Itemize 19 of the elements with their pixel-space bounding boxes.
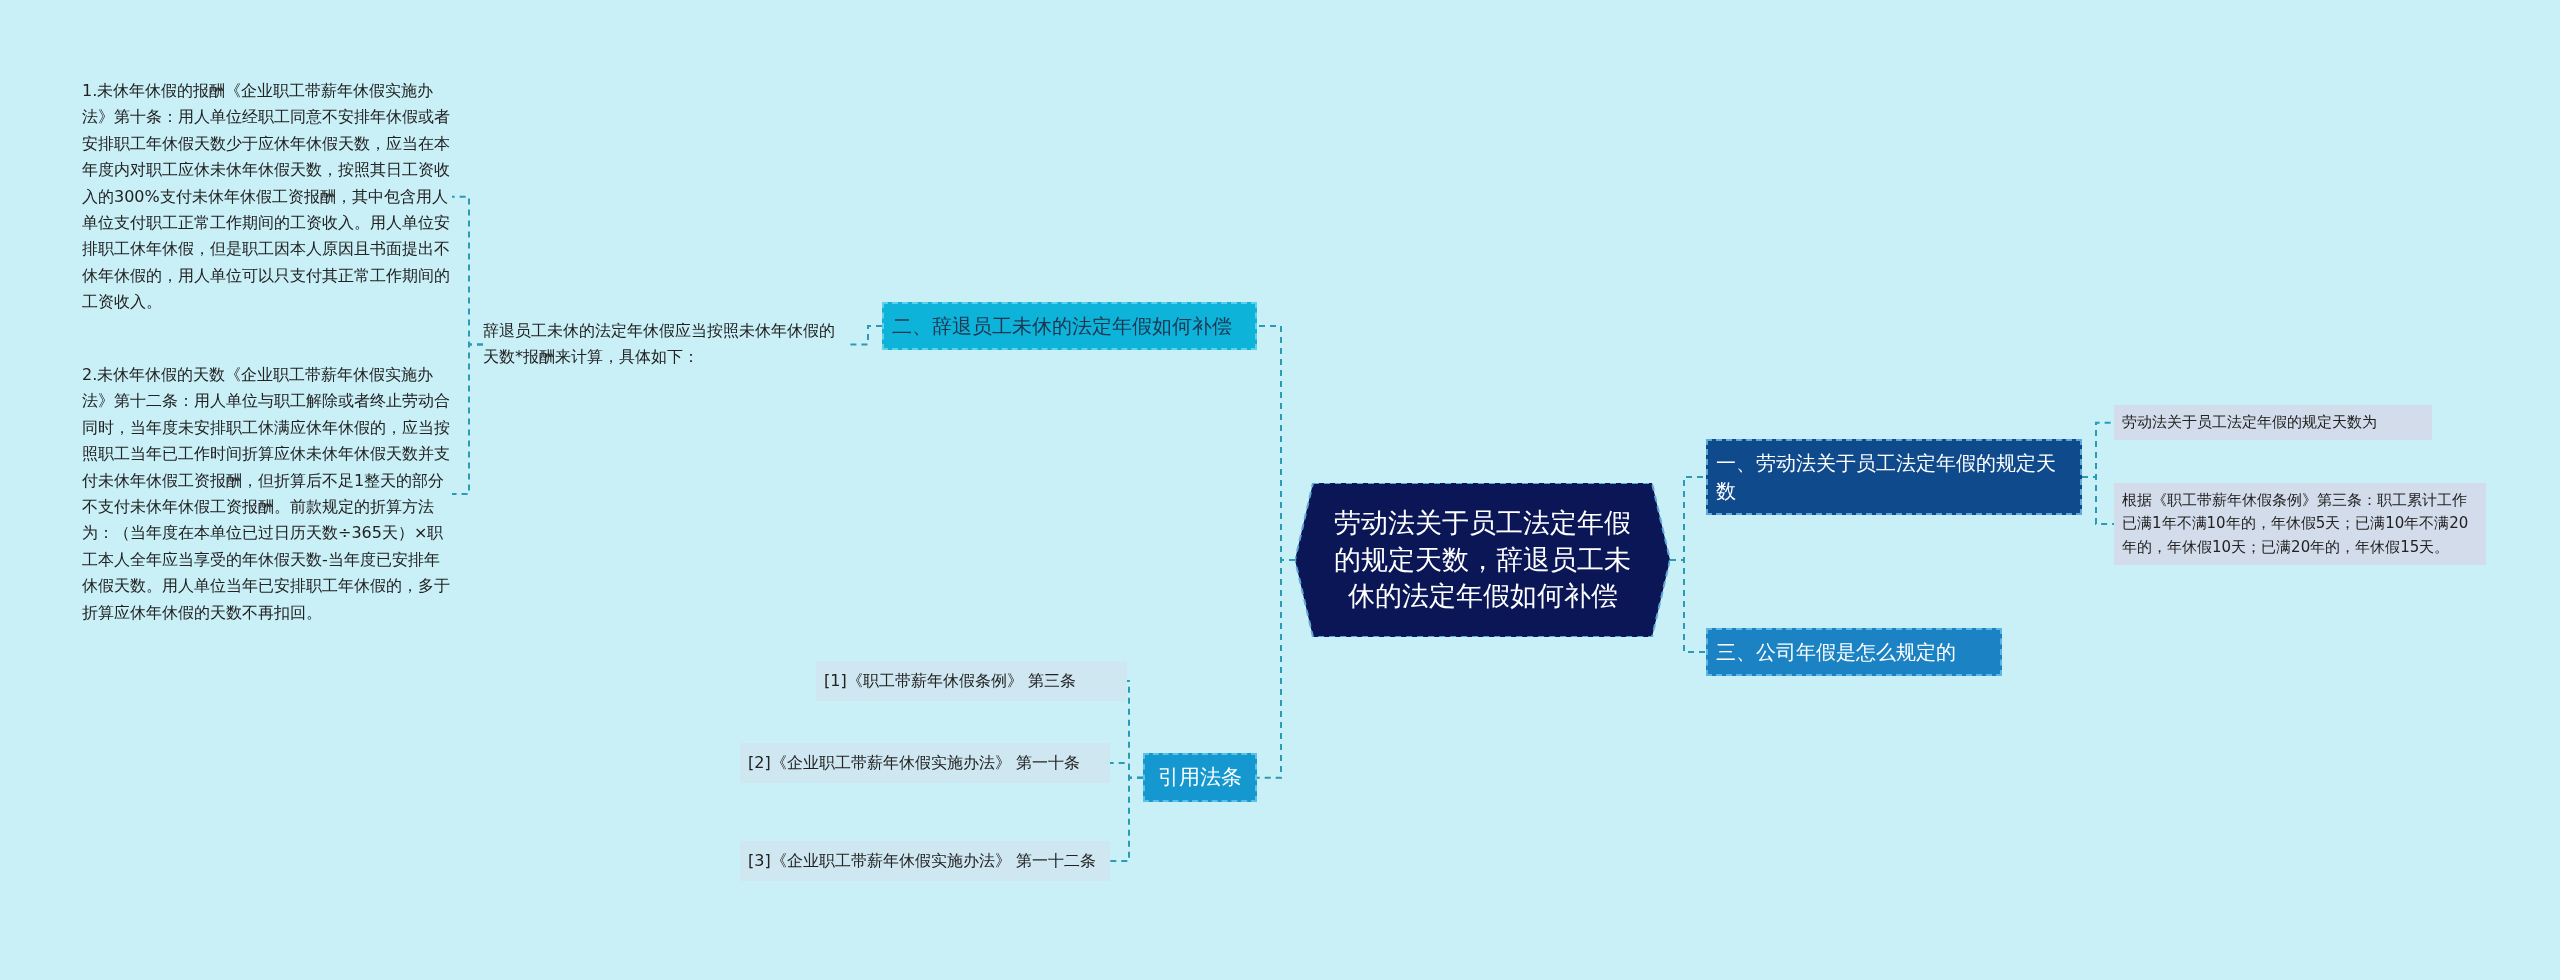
note-text: 2.未休年休假的天数《企业职工带薪年休假实施办法》第十二条：用人单位与职工解除或者终止劳动合同时，当年度未安排职工休满应休年休假的，应当按照职工当年已工作时间折算应休未休年休假天数并支付未休年休假工资报酬，但折算后不足1整天的部分不支付未休年休假工资报酬。前款规定的折算方法为：（当年度在本单位已过日历天数÷365天）×职工本人全年应当享受的年休假天数-当年度已安排年休假天数。用人单位当年已安排职工年休假的，多于折算应休年休假的天数不再扣回。 <box>82 362 452 626</box>
topic-box: 三、公司年假是怎么规定的 <box>1706 628 2002 676</box>
connector-line <box>451 343 484 495</box>
topic-box: 二、辞退员工未休的法定年假如何补偿 <box>882 302 1257 350</box>
connector-line <box>1256 559 1296 779</box>
connector-line <box>1669 559 1707 653</box>
connector-line <box>2081 476 2115 525</box>
central-topic: 劳动法关于员工法定年假的规定天数，辞退员工未休的法定年假如何补偿 <box>1295 483 1670 637</box>
note-box: 劳动法关于员工法定年假的规定天数为 <box>2114 405 2432 441</box>
connector-line <box>1109 776 1144 862</box>
topic-box: 一、劳动法关于员工法定年假的规定天数 <box>1706 439 2082 515</box>
topic-box: 引用法条 <box>1143 753 1257 803</box>
note-text: 辞退员工未休的法定年休假应当按照未休年休假的天数*报酬来计算，具体如下： <box>483 318 849 371</box>
reference-box: [1]《职工带薪年休假条例》 第三条 <box>816 661 1127 701</box>
note-text: 1.未休年休假的报酬《企业职工带薪年休假实施办法》第十条：用人单位经职工同意不安排年休假或者安排职工年休假天数少于应休年休假天数，应当在本年度内对职工应休未休年休假天数，按照其日工资收入的300%支付未休年休假工资报酬，其中包含用人单位支付职工正常工作期间的工资收入。用人单位安排职工休年休假，但是职工因本人原因且书面提出不休年休假的，用人单位可以只支付其正常工作期间的工资收入。 <box>82 78 452 316</box>
note-box: 根据《职工带薪年休假条例》第三条：职工累计工作已满1年不满10年的，年休假5天；已满10年不满20年的，年休假10天；已满20年的，年休假15天。 <box>2114 483 2486 565</box>
connector-line <box>848 325 883 346</box>
reference-box: [2]《企业职工带薪年休假实施办法》 第一十条 <box>740 743 1110 783</box>
reference-box: [3]《企业职工带薪年休假实施办法》 第一十二条 <box>740 841 1110 881</box>
